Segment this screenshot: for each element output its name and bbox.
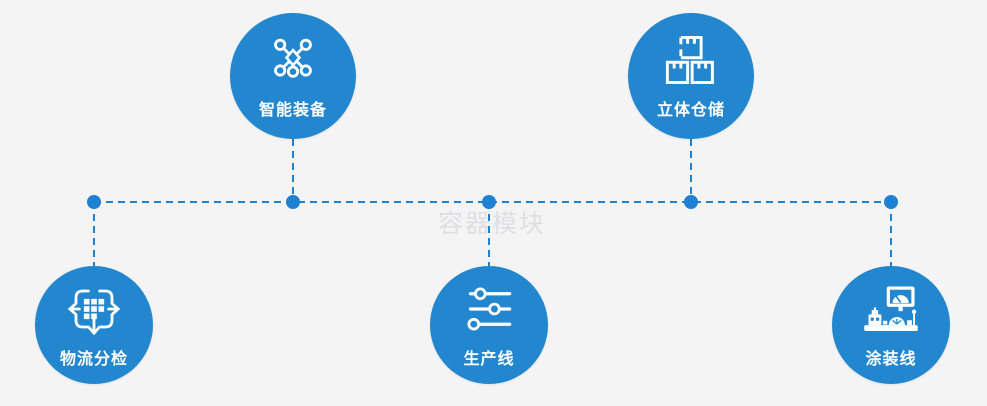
junction-dot: [286, 195, 300, 209]
node-label: 物流分检: [59, 351, 128, 368]
junction-dot: [884, 195, 898, 209]
node-label: 生产线: [463, 351, 515, 368]
stacked-boxes-icon: [664, 32, 718, 88]
sliders-icon: [462, 281, 516, 337]
node-painting-line: 涂装线: [832, 266, 950, 384]
node-label: 智能装备: [258, 102, 327, 119]
node-production-line: 生产线: [430, 266, 548, 384]
node-stereo-storage: 立体仓储: [628, 13, 754, 139]
junction-dot: [684, 195, 698, 209]
node-label: 涂装线: [865, 351, 917, 368]
node-logistics-sorting: 物流分检: [35, 266, 153, 384]
sort-distribute-icon: [67, 281, 121, 337]
node-label: 立体仓储: [656, 102, 725, 119]
node-smart-equipment: 智能装备: [230, 13, 356, 139]
machine-monitor-icon: [861, 281, 921, 337]
watermark-text: 容器模块: [438, 210, 547, 238]
junction-dot: [87, 195, 101, 209]
network-nodes-icon: [265, 32, 321, 88]
